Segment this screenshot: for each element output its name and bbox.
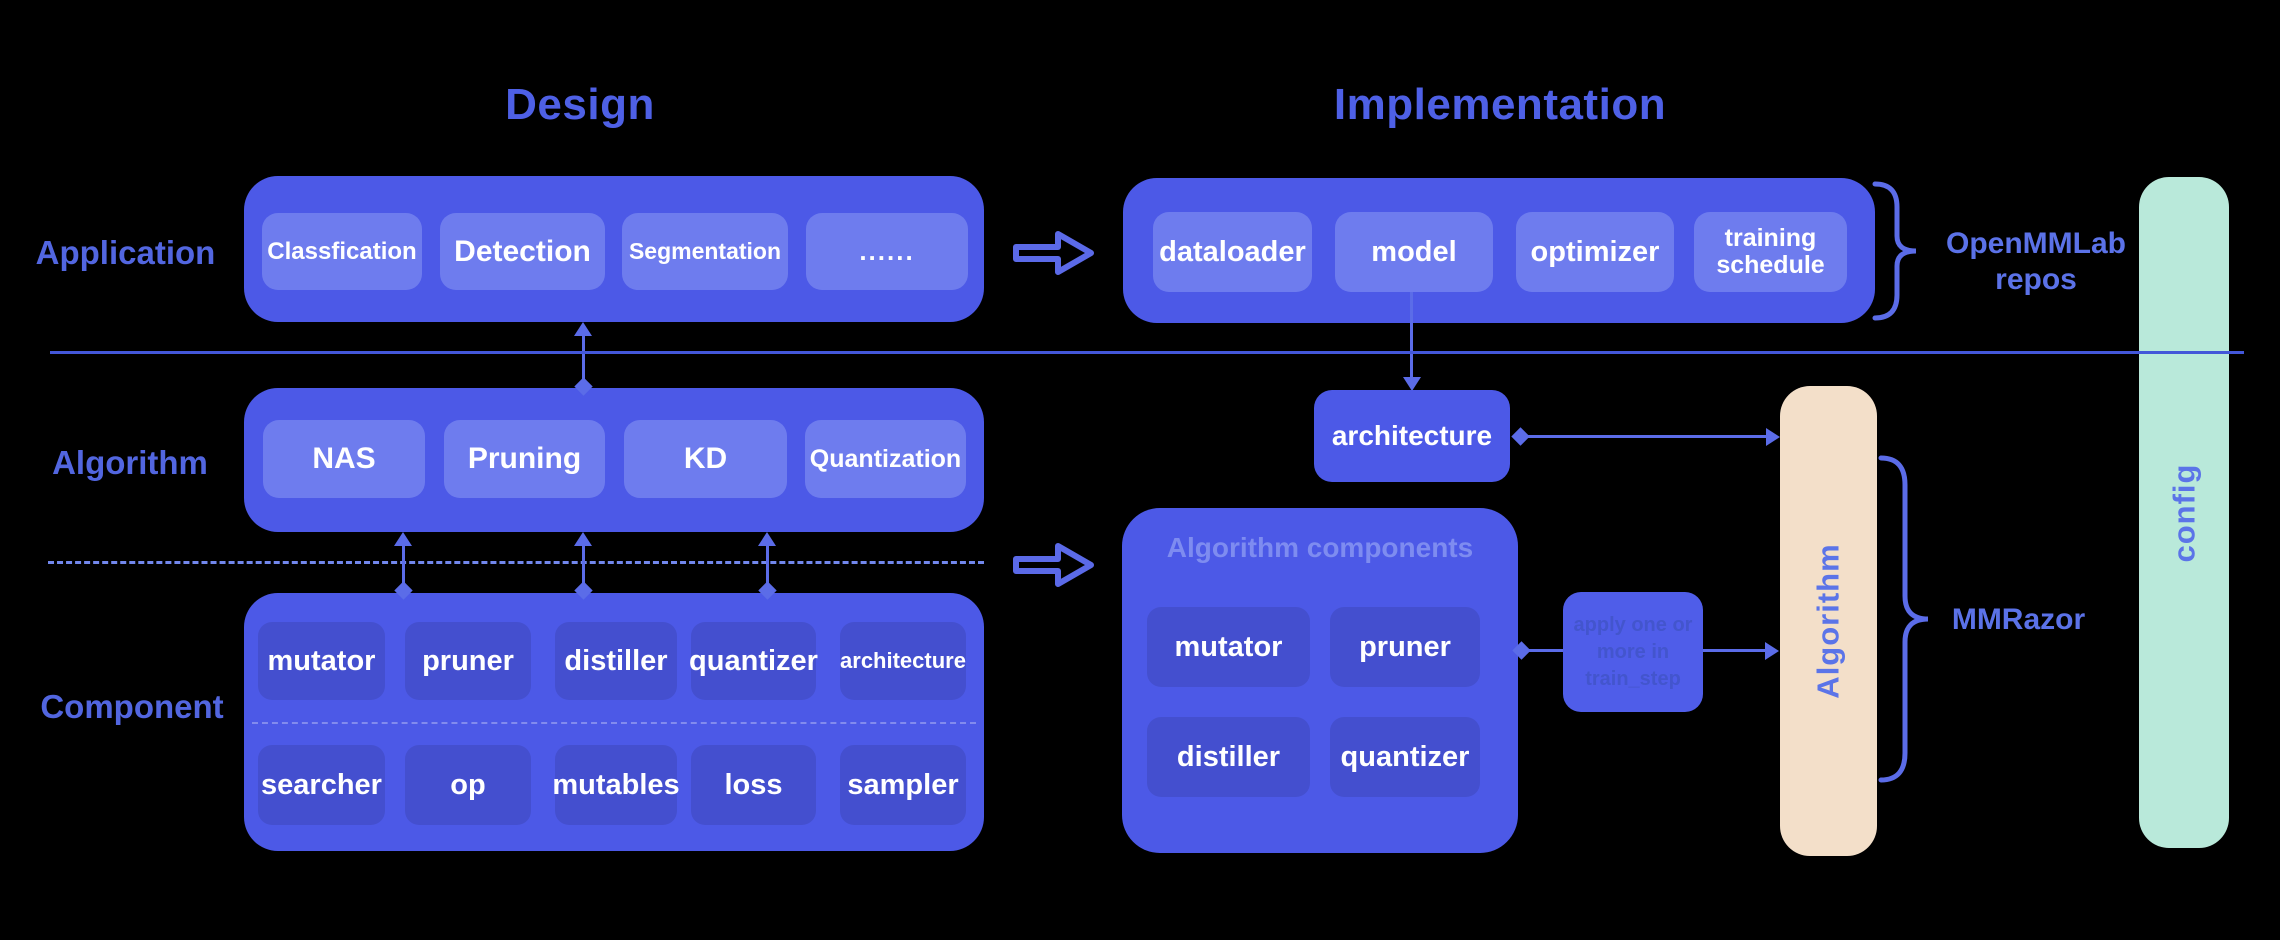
architecture-box: architecture bbox=[1314, 390, 1510, 482]
arrow-up-icon bbox=[394, 532, 412, 546]
application-item-ellipsis: ...... bbox=[806, 213, 968, 290]
openmmlab-repos-label: OpenMMLab repos bbox=[1946, 227, 2126, 296]
application-item-segmentation: Segmentation bbox=[622, 213, 788, 290]
component-item-pruner: pruner bbox=[405, 622, 531, 700]
algorithm-bar: Algorithm bbox=[1780, 386, 1877, 856]
design-title: Design bbox=[505, 80, 655, 129]
component-item-architecture: architecture bbox=[840, 622, 966, 700]
connector-line bbox=[582, 544, 585, 584]
algorithm-components-item-distiller: distiller bbox=[1147, 717, 1310, 797]
pipeline-item-training-schedule: training schedule bbox=[1694, 212, 1847, 292]
algorithm-item-quantization: Quantization bbox=[805, 420, 966, 498]
application-algorithm-divider-line bbox=[50, 351, 2244, 354]
component-item-sampler: sampler bbox=[840, 745, 966, 825]
arrow-right-icon bbox=[1766, 428, 1780, 446]
component-item-op: op bbox=[405, 745, 531, 825]
design-application-panel: Classfication Detection Segmentation ...… bbox=[244, 176, 984, 322]
component-item-mutator: mutator bbox=[258, 622, 385, 700]
algorithm-components-panel: Algorithm components mutator pruner dist… bbox=[1122, 508, 1518, 853]
algorithm-components-item-pruner: pruner bbox=[1330, 607, 1480, 687]
arrow-up-icon bbox=[758, 532, 776, 546]
algorithm-item-nas: NAS bbox=[263, 420, 425, 498]
design-to-implementation-arrow-icon-2 bbox=[1013, 543, 1094, 587]
pipeline-item-optimizer: optimizer bbox=[1516, 212, 1674, 292]
openmmlab-brace-icon bbox=[1872, 181, 1917, 321]
mmrazor-brace-icon bbox=[1878, 455, 1929, 783]
connector-line bbox=[1522, 435, 1768, 438]
algorithm-bar-label: Algorithm bbox=[1810, 543, 1846, 699]
implementation-pipeline-panel: dataloader model optimizer training sche… bbox=[1123, 178, 1875, 323]
algorithm-components-title: Algorithm components bbox=[1166, 532, 1474, 563]
application-item-classification: Classfication bbox=[262, 213, 422, 290]
design-to-implementation-arrow-icon bbox=[1013, 231, 1094, 275]
algorithm-item-pruning: Pruning bbox=[444, 420, 605, 498]
apply-note-text: apply one or more in train_step bbox=[1573, 613, 1693, 690]
component-item-loss: loss bbox=[691, 745, 816, 825]
connector-line bbox=[582, 334, 585, 381]
component-item-searcher: searcher bbox=[258, 745, 385, 825]
row-label-algorithm: Algorithm bbox=[52, 444, 208, 481]
component-item-distiller: distiller bbox=[555, 622, 677, 700]
row-label-component: Component bbox=[40, 688, 224, 725]
pipeline-item-model: model bbox=[1335, 212, 1493, 292]
implementation-title: Implementation bbox=[1333, 80, 1667, 129]
design-algorithm-panel: NAS Pruning KD Quantization bbox=[244, 388, 984, 532]
arrow-up-icon bbox=[574, 532, 592, 546]
component-rows-divider bbox=[252, 722, 976, 724]
connector-line bbox=[1410, 292, 1413, 378]
algorithm-components-item-mutator: mutator bbox=[1147, 607, 1310, 687]
config-bar: config bbox=[2139, 177, 2229, 848]
arrow-down-icon bbox=[1403, 377, 1421, 391]
design-component-panel: mutator pruner distiller quantizer archi… bbox=[244, 593, 984, 851]
application-item-detection: Detection bbox=[440, 213, 605, 290]
apply-note-box: apply one or more in train_step bbox=[1563, 592, 1703, 712]
config-bar-label: config bbox=[2166, 463, 2201, 562]
architecture-box-label: architecture bbox=[1331, 420, 1493, 451]
connector-line bbox=[766, 544, 769, 584]
arrow-up-icon bbox=[574, 322, 592, 336]
algorithm-component-dashed-line bbox=[48, 561, 984, 564]
algorithm-components-item-quantizer: quantizer bbox=[1330, 717, 1480, 797]
pipeline-item-dataloader: dataloader bbox=[1153, 212, 1312, 292]
connector-line bbox=[402, 544, 405, 584]
row-label-application: Application bbox=[35, 234, 216, 271]
component-item-quantizer: quantizer bbox=[689, 622, 818, 700]
component-item-mutables: mutables bbox=[552, 745, 680, 825]
mmrazor-label: MMRazor bbox=[1951, 603, 2086, 636]
algorithm-item-kd: KD bbox=[624, 420, 787, 498]
arrow-right-icon bbox=[1765, 642, 1779, 660]
